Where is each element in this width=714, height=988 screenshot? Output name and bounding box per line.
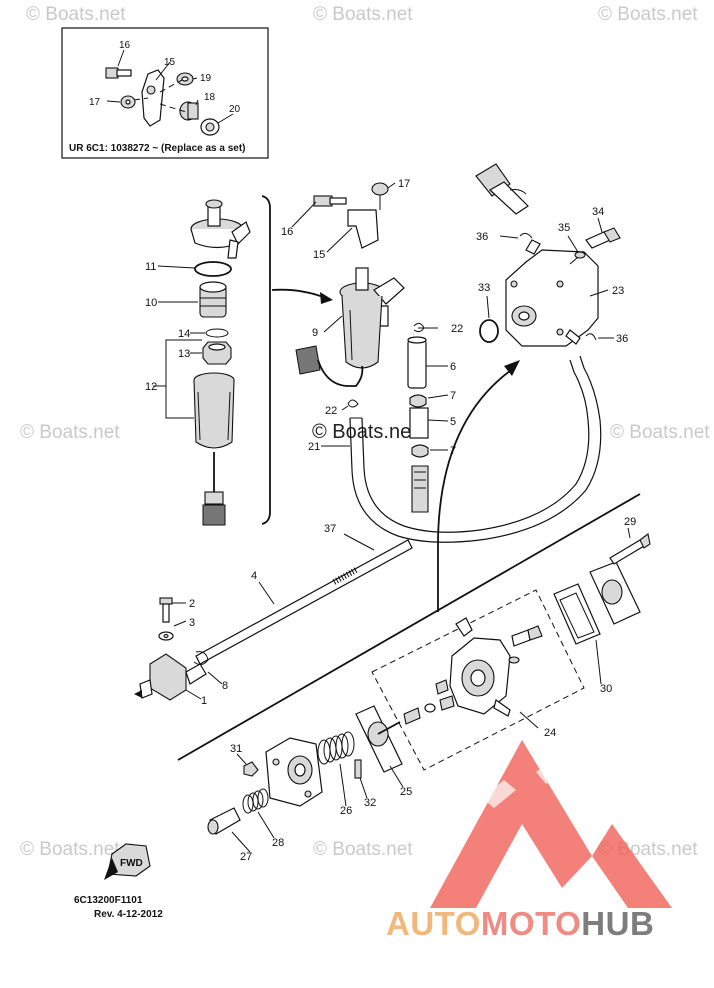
callout-36-top: 36 — [476, 231, 488, 243]
callout-3: 3 — [189, 617, 195, 629]
logo-part-moto: MOTO — [480, 905, 582, 942]
callout-9: 9 — [312, 327, 318, 339]
callout-2: 2 — [189, 598, 195, 610]
automotohub-logo-mark — [430, 740, 672, 908]
callout-28: 28 — [272, 837, 284, 849]
callout-10: 10 — [145, 297, 157, 309]
callout-15: 15 — [164, 57, 176, 68]
callout-6: 6 — [450, 361, 456, 373]
callout-17: 17 — [89, 97, 101, 108]
callout-20: 20 — [229, 104, 241, 115]
callout-11: 11 — [145, 261, 156, 273]
hose-parts — [407, 336, 449, 513]
callout-29: 29 — [624, 516, 636, 528]
watermark: © Boats.net — [26, 4, 126, 25]
callout-7-top: 7 — [450, 390, 456, 402]
callout-22-top: 22 — [451, 323, 463, 335]
callout-15b: 15 — [313, 249, 325, 261]
callout-16: 16 — [119, 40, 131, 51]
lower-pump-assembly — [207, 527, 651, 853]
inset-box — [61, 27, 269, 159]
callout-27: 27 — [240, 851, 252, 863]
callout-14: 14 — [178, 328, 190, 340]
callout-23: 23 — [612, 285, 624, 297]
callout-30: 30 — [600, 683, 612, 695]
callout-31: 31 — [230, 743, 242, 755]
callout-16b: 16 — [281, 226, 293, 238]
callout-7-bottom: 7 — [450, 445, 456, 457]
callout-36-bottom: 36 — [616, 333, 628, 345]
inset-caption: UR 6C1: 1038272 ~ (Replace as a set) — [69, 143, 246, 154]
callout-13: 13 — [178, 348, 190, 360]
logo-part-hub: HUB — [581, 905, 655, 942]
watermark: © Boats.net — [20, 839, 120, 860]
callout-21: 21 — [308, 441, 320, 453]
fuel-hose — [321, 355, 602, 543]
watermark: © Boats.net — [313, 4, 413, 25]
callout-37: 37 — [324, 523, 336, 535]
filter-assembly — [291, 182, 438, 411]
filter-exploded-view — [153, 199, 251, 526]
watermark: © Boats.net — [313, 839, 413, 860]
diagram-revision: Rev. 4-12-2012 — [94, 909, 163, 920]
callout-18: 18 — [204, 92, 216, 103]
callout-32: 32 — [364, 797, 376, 809]
fwd-label: FWD — [120, 858, 143, 869]
callout-12: 12 — [145, 381, 157, 393]
fwd-arrow: FWD — [104, 843, 151, 880]
callout-19: 19 — [200, 73, 212, 84]
diagram-code: 6C13200F1101 — [74, 895, 143, 906]
automotohub-logo-text: AUTOMOTOHUB — [386, 905, 714, 945]
center-watermark: © Boats.net — [312, 421, 417, 443]
watermark: © Boats.net — [20, 422, 120, 443]
logo-part-auto: AUTO — [386, 905, 481, 942]
callout-34: 34 — [592, 206, 604, 218]
arrow-to-filter — [271, 288, 327, 299]
callout-17b: 17 — [398, 178, 410, 190]
callout-33: 33 — [478, 282, 490, 294]
callout-5: 5 — [450, 416, 456, 428]
arrow-to-pump — [437, 367, 515, 612]
callout-1: 1 — [201, 695, 207, 707]
callout-25: 25 — [400, 786, 412, 798]
fuel-pump — [475, 163, 621, 347]
callout-8: 8 — [222, 680, 228, 692]
group-bracket — [261, 195, 271, 525]
linkage-parts — [134, 533, 413, 701]
watermark: © Boats.net — [610, 422, 710, 443]
watermark: © Boats.net — [598, 4, 698, 25]
callout-4: 4 — [251, 570, 257, 582]
callout-35: 35 — [558, 222, 570, 234]
section-divider — [177, 493, 641, 761]
callout-24: 24 — [544, 727, 556, 739]
callout-22-bottom: 22 — [325, 405, 337, 417]
callout-26: 26 — [340, 805, 352, 817]
